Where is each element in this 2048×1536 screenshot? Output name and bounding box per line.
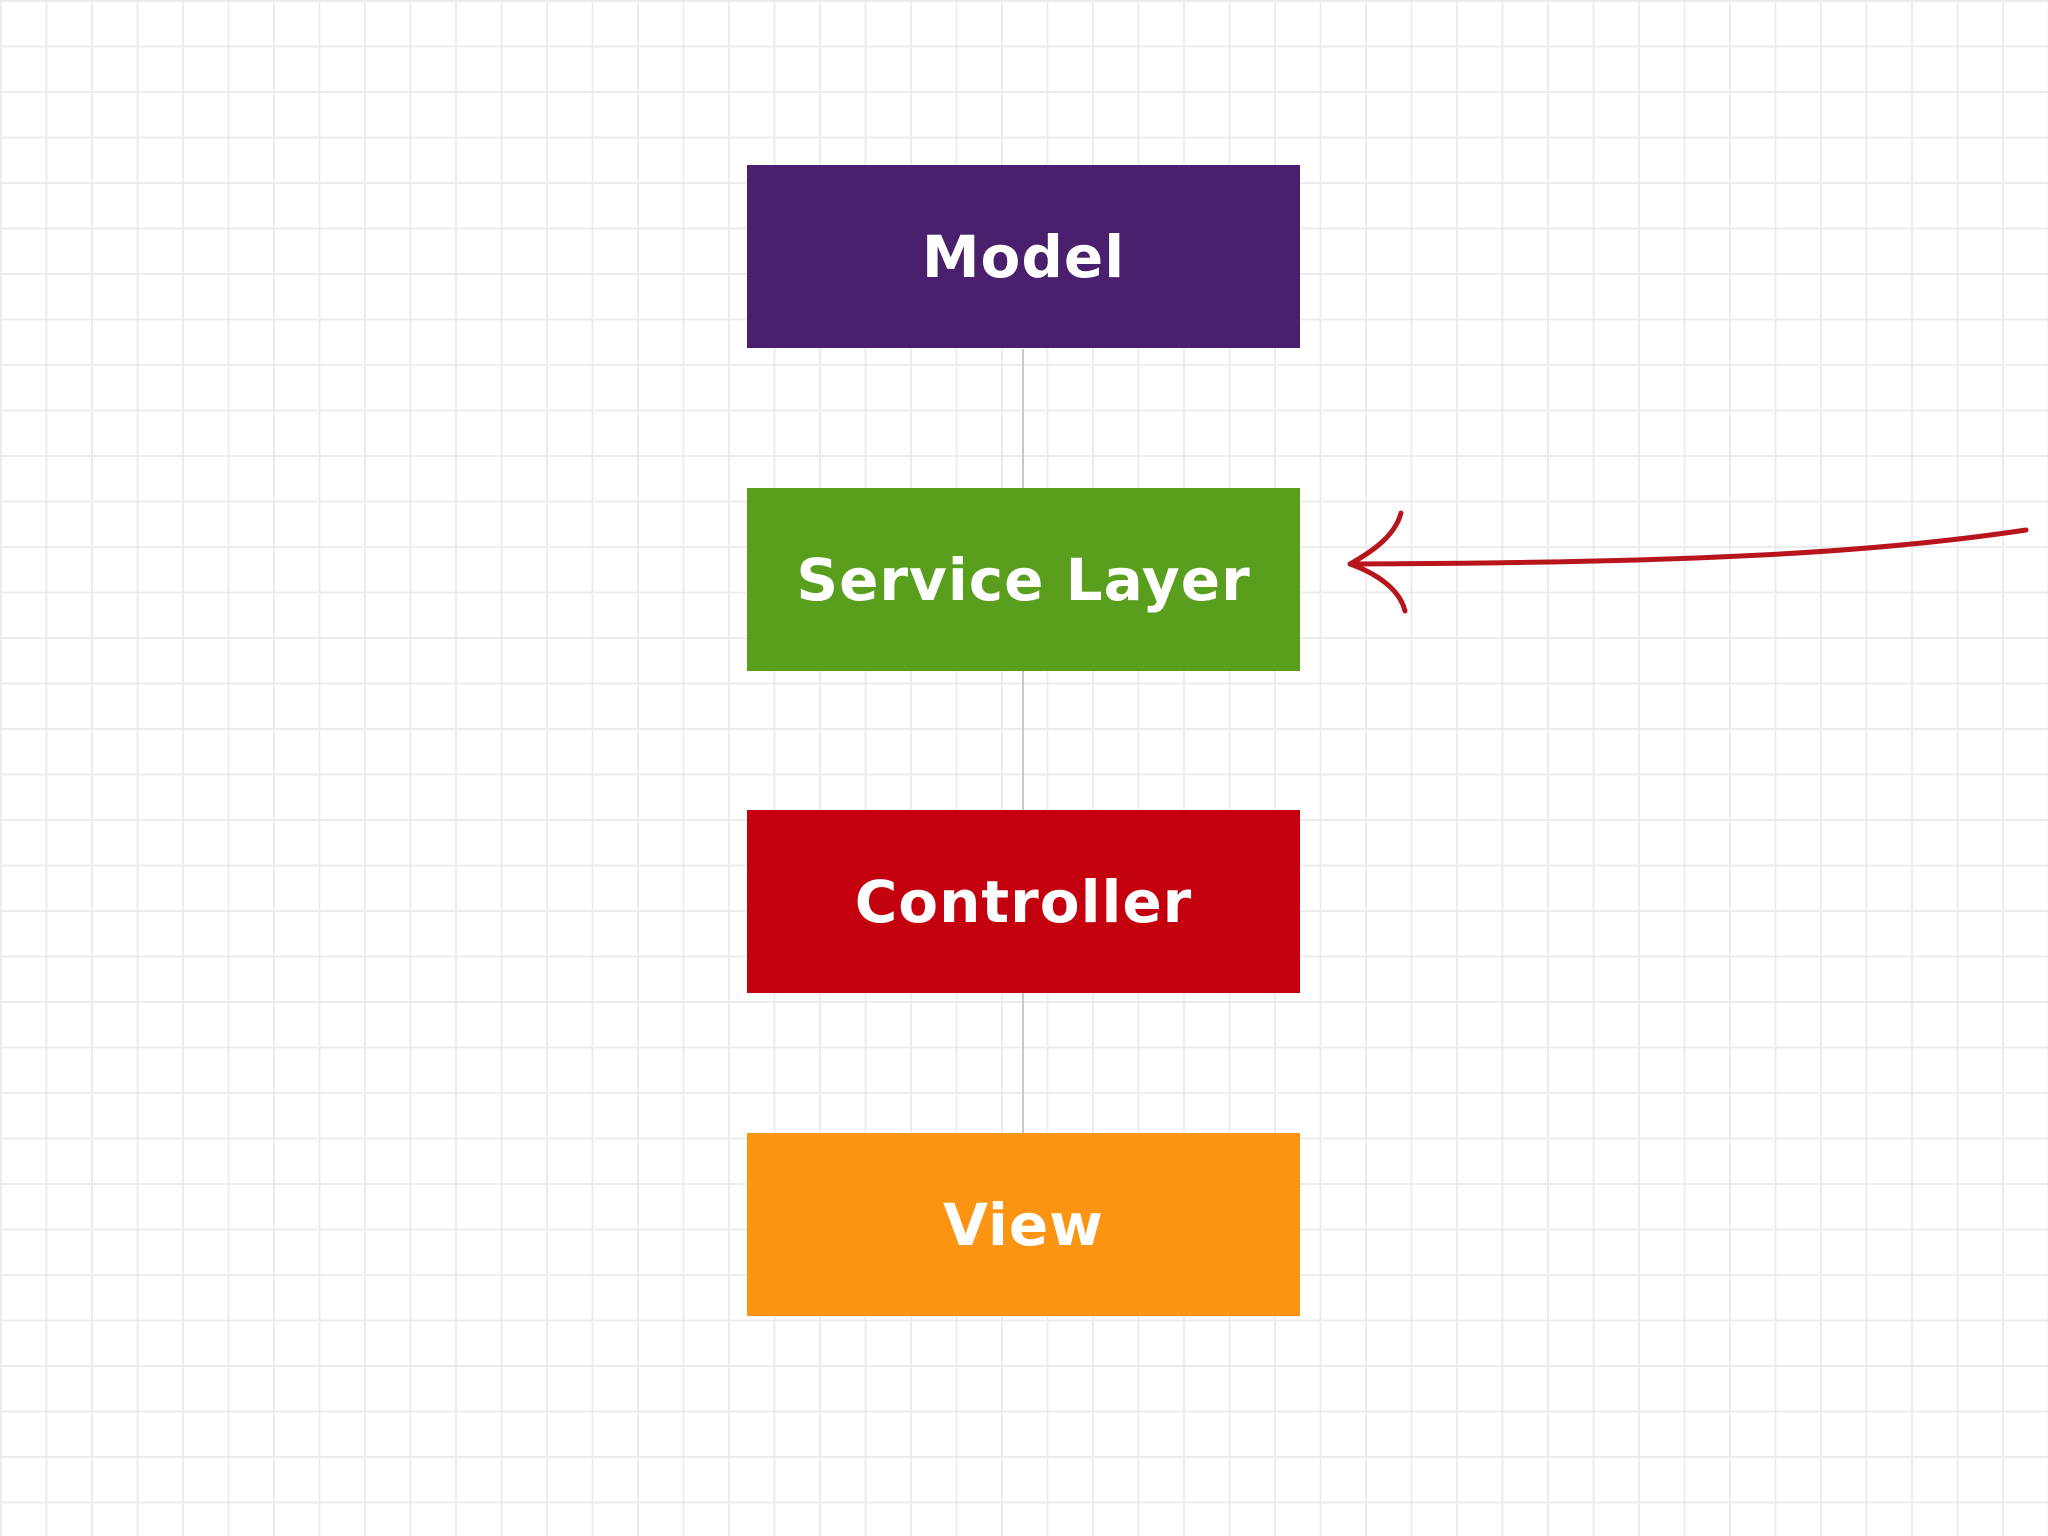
arrow-head	[1347, 510, 1408, 614]
controller-layer-label: Controller	[854, 867, 1193, 936]
service-layer-label: Service Layer	[796, 545, 1251, 614]
arrow-shaft	[1347, 527, 2029, 567]
model-layer-box: Model	[747, 165, 1300, 348]
connector-model-service	[1022, 349, 1024, 488]
view-layer-label: View	[943, 1190, 1104, 1259]
controller-layer-box: Controller	[747, 810, 1300, 993]
connector-controller-view	[1022, 993, 1024, 1133]
view-layer-box: View	[747, 1133, 1300, 1316]
service-layer-box: Service Layer	[747, 488, 1300, 671]
model-layer-label: Model	[921, 222, 1126, 291]
connector-service-controller	[1022, 671, 1024, 810]
